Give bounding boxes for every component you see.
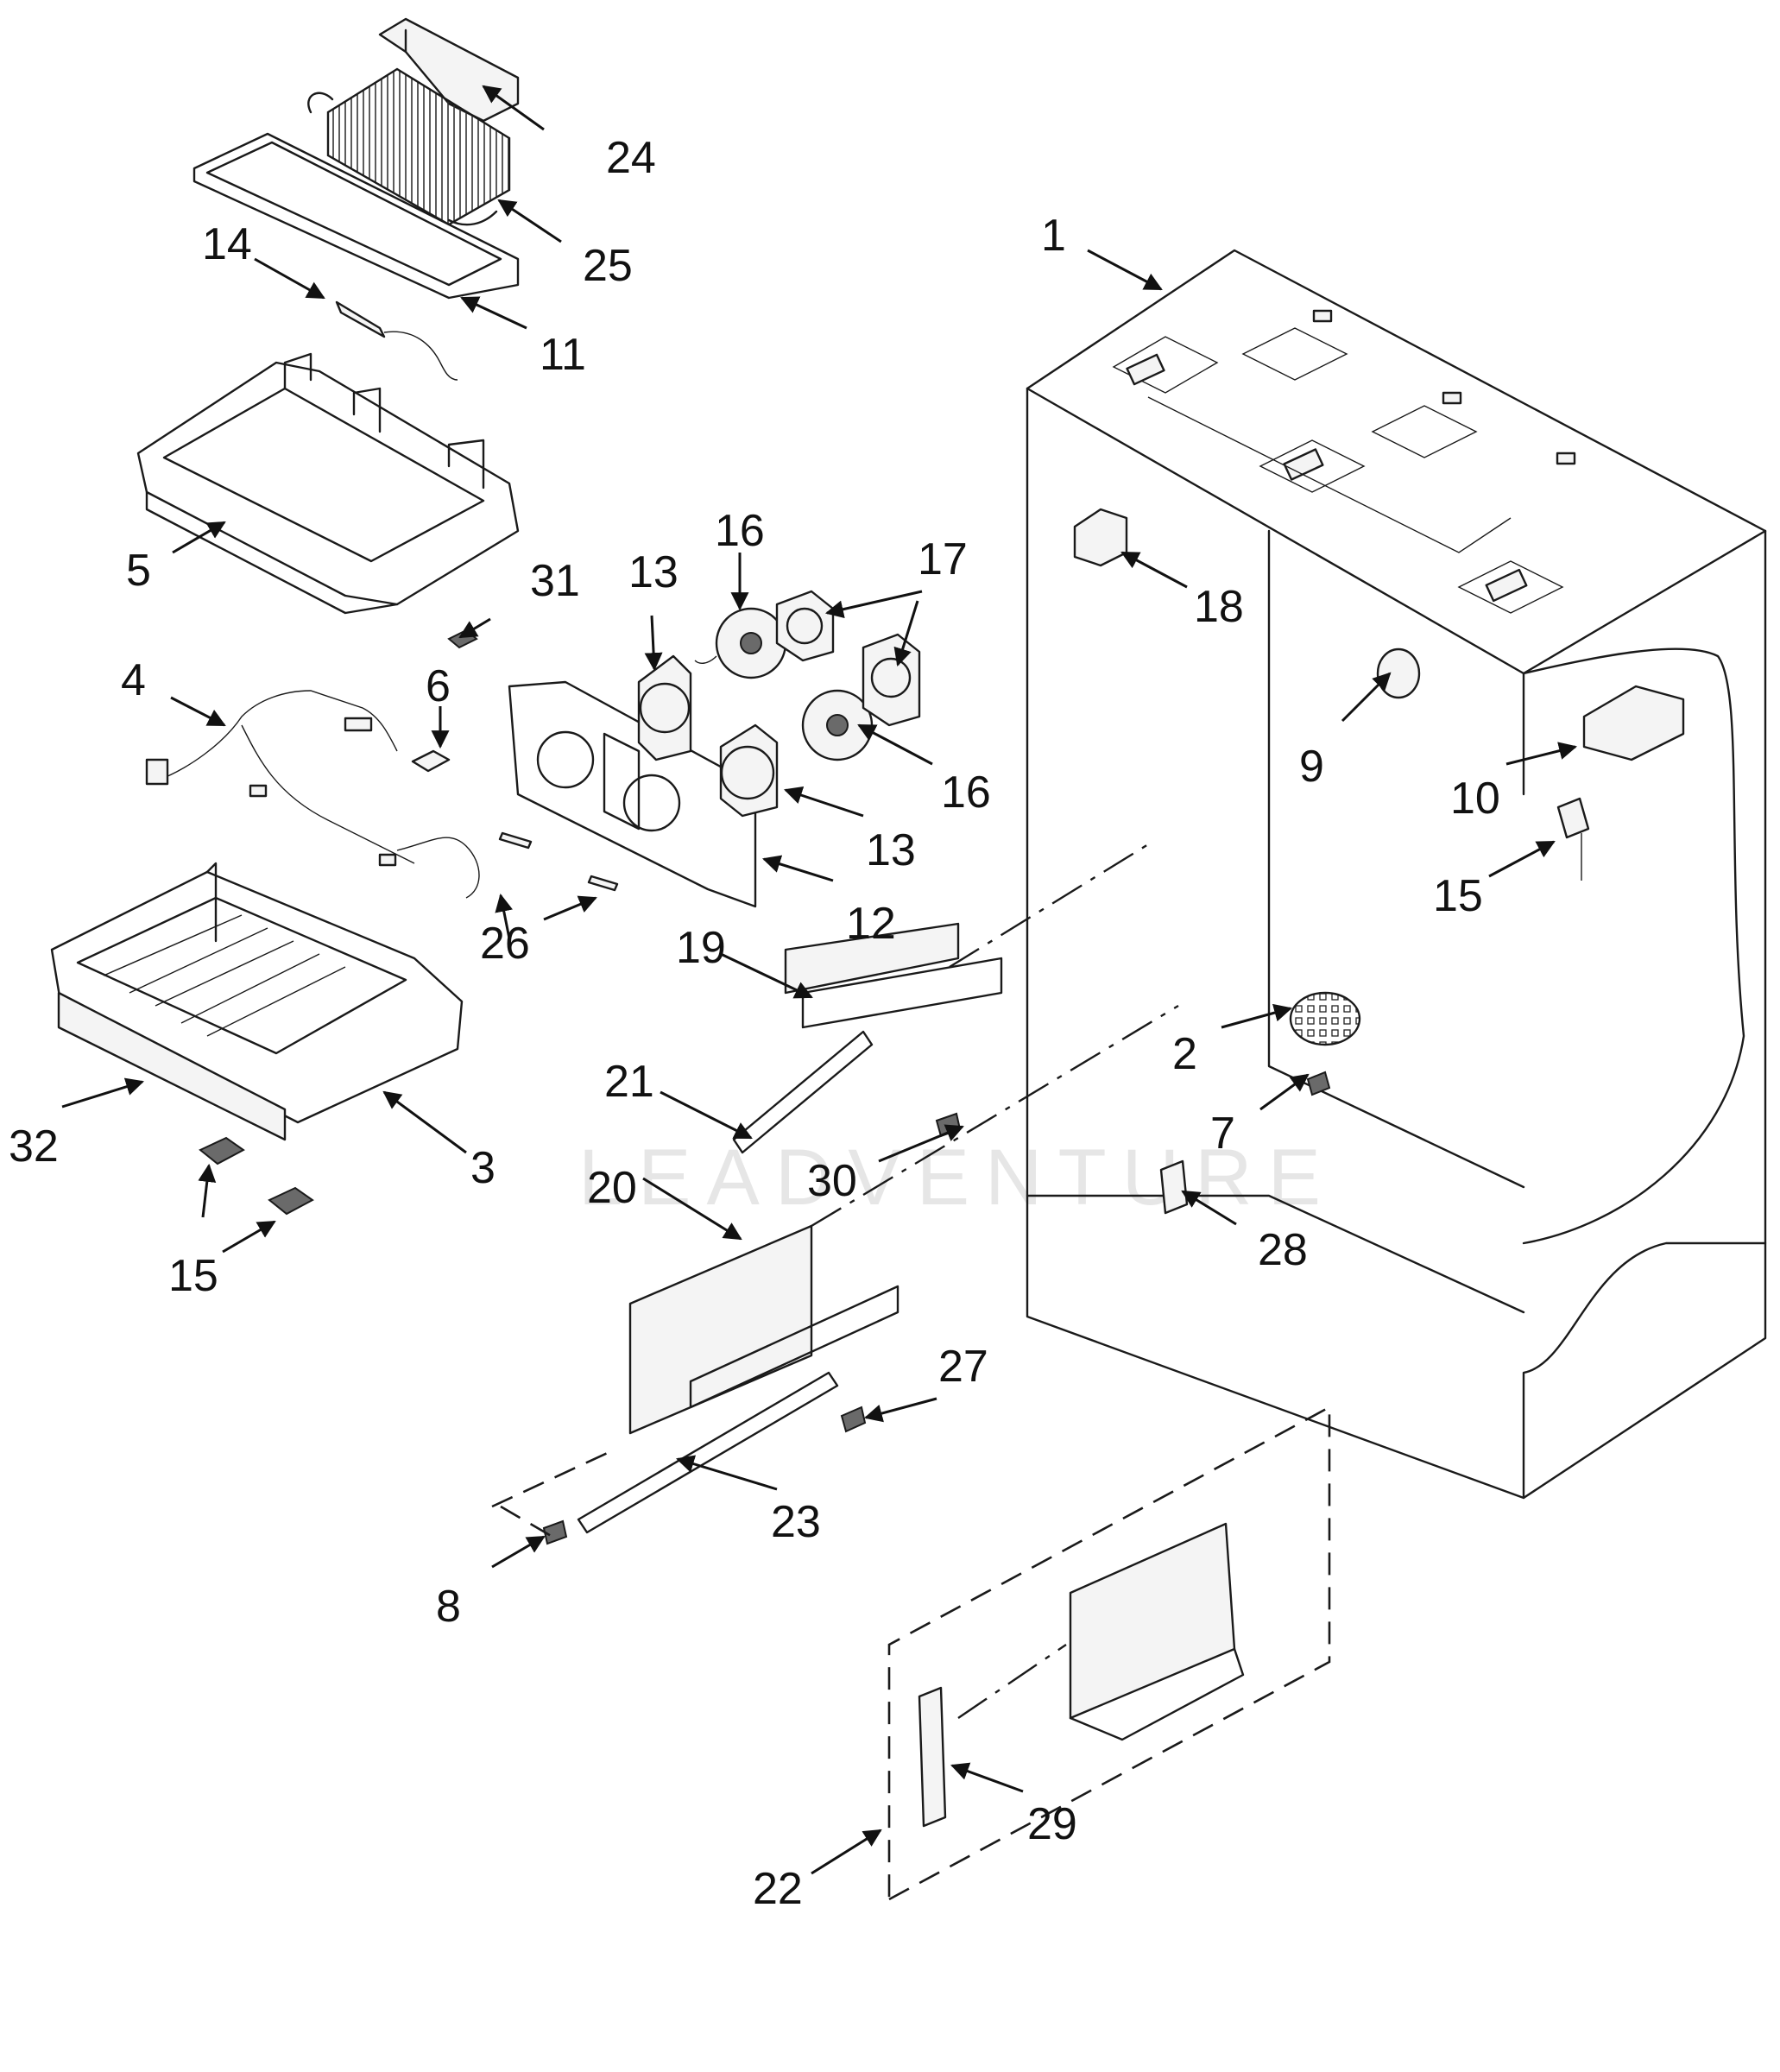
callout-9: 9 [1299,742,1324,792]
callout-23: 23 [771,1497,821,1547]
defrost-sensor [335,300,458,381]
callout-4: 4 [121,655,146,705]
callout-19: 19 [676,923,726,973]
callout-30: 30 [807,1156,857,1206]
callout-labels: 1 2 3 4 5 6 7 8 9 10 11 12 13 13 14 15 1… [9,133,1500,1914]
fan-housing-left [637,654,692,761]
crisper-slide-kit-group [887,1405,1331,1902]
callout-21: 21 [604,1057,654,1107]
evaporator-pan [193,132,520,300]
callout-27: 27 [938,1342,988,1392]
slide-rail-upper [732,922,1003,1154]
callout-13-bottom: 13 [866,825,916,875]
damper-gasket [411,749,451,773]
shelf-lights [199,1136,314,1216]
callout-22: 22 [753,1864,803,1914]
callout-17: 17 [918,534,968,584]
fan-bracket-right [862,633,921,727]
fan-shroud [508,680,757,908]
callout-13-top: 13 [628,547,679,597]
callout-31: 31 [530,556,580,606]
thermistor-switch [1556,797,1590,881]
damper-control [1582,685,1685,761]
light-switch [447,629,478,649]
callout-11: 11 [540,330,586,380]
callout-29: 29 [1027,1799,1077,1849]
glide-strips [498,831,619,892]
callout-15-lower-left: 15 [168,1251,218,1301]
callout-24: 24 [606,133,656,183]
callout-16-top: 16 [715,506,765,556]
callout-20: 20 [587,1163,637,1213]
leaders [61,85,1578,1875]
air-filter [1073,508,1128,567]
callout-5: 5 [126,546,151,596]
callout-1: 1 [1041,211,1066,261]
freezer-basket [50,862,464,1124]
fan-bracket-top [775,590,835,662]
evaporator-coil [307,67,511,226]
wire-harness [145,690,480,899]
drain-grill [1289,991,1361,1046]
callout-2: 2 [1172,1029,1197,1079]
callout-32: 32 [9,1121,59,1172]
callout-25: 25 [583,241,633,291]
callout-28: 28 [1258,1225,1308,1275]
slide-rail-lower [577,1224,899,1534]
callout-16-bottom: 16 [941,768,991,818]
callout-8: 8 [436,1582,461,1632]
fan-housing-bottom [719,723,779,818]
air-duct-housing [136,352,520,615]
callout-6: 6 [426,661,451,711]
callout-10: 10 [1450,774,1500,824]
cabinet-liner [1026,249,1767,1500]
callout-26: 26 [480,919,530,969]
alignment-lines [491,840,1179,1719]
callout-3: 3 [470,1143,495,1193]
fan-motor-top [694,607,787,679]
callout-15-right: 15 [1433,871,1483,921]
callout-12: 12 [846,899,896,949]
temperature-knob [1376,648,1421,699]
callout-7: 7 [1210,1109,1235,1159]
callout-18: 18 [1194,582,1244,632]
callout-14: 14 [202,219,252,269]
light-socket [1159,1159,1189,1215]
drawer-front [57,991,287,1141]
